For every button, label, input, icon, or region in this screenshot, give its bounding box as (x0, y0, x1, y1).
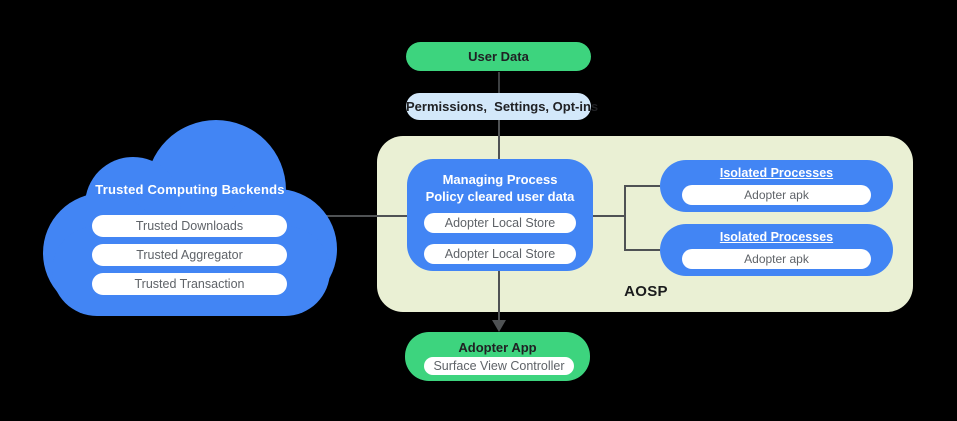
isolated-process-node: Isolated Processes Adopter apk (660, 224, 893, 276)
trusted-computing-backends-cloud: Trusted Computing Backends Trusted Downl… (42, 118, 338, 316)
cloud-title: Trusted Computing Backends (95, 182, 285, 197)
connector-managing-adopterapp (498, 271, 500, 321)
adopter-apk-pill: Adopter apk (682, 185, 871, 205)
connector-branch-vertical (624, 185, 626, 251)
connector-userdata-permissions (498, 72, 500, 93)
connector-permissions-managing (498, 119, 500, 160)
managing-process-title-line2: Policy cleared user data (425, 189, 575, 204)
managing-process-title-line1: Managing Process (442, 172, 558, 187)
adopter-local-store-pill: Adopter Local Store (424, 244, 576, 264)
connector-managing-isolated (592, 215, 626, 217)
trusted-transaction-pill: Trusted Transaction (92, 273, 287, 295)
trusted-downloads-pill: Trusted Downloads (92, 215, 287, 237)
adopter-app-title: Adopter App (458, 340, 537, 355)
connector-branch-top (624, 185, 660, 187)
trusted-aggregator-pill: Trusted Aggregator (92, 244, 287, 266)
aosp-label: AOSP (624, 283, 668, 300)
arrowhead-down-icon (492, 320, 506, 332)
isolated-process-node: Isolated Processes Adopter apk (660, 160, 893, 212)
cloud-shape (52, 226, 330, 316)
managing-process-node: Managing Process Policy cleared user dat… (407, 159, 593, 271)
surface-view-controller-pill: Surface View Controller (424, 357, 574, 375)
permissions-settings-optins-node: Permissions, Settings, Opt-ins (406, 93, 598, 120)
connector-cloud-managing (322, 215, 408, 217)
adopter-local-store-pill: Adopter Local Store (424, 213, 576, 233)
user-data-node: User Data (406, 42, 591, 71)
isolated-processes-title: Isolated Processes (719, 230, 834, 244)
isolated-processes-title: Isolated Processes (719, 166, 834, 180)
managing-process-title: Managing Process Policy cleared user dat… (407, 171, 593, 205)
adopter-app-node: Adopter App Surface View Controller (405, 332, 590, 381)
adopter-apk-pill: Adopter apk (682, 249, 871, 269)
connector-branch-bottom (624, 249, 660, 251)
